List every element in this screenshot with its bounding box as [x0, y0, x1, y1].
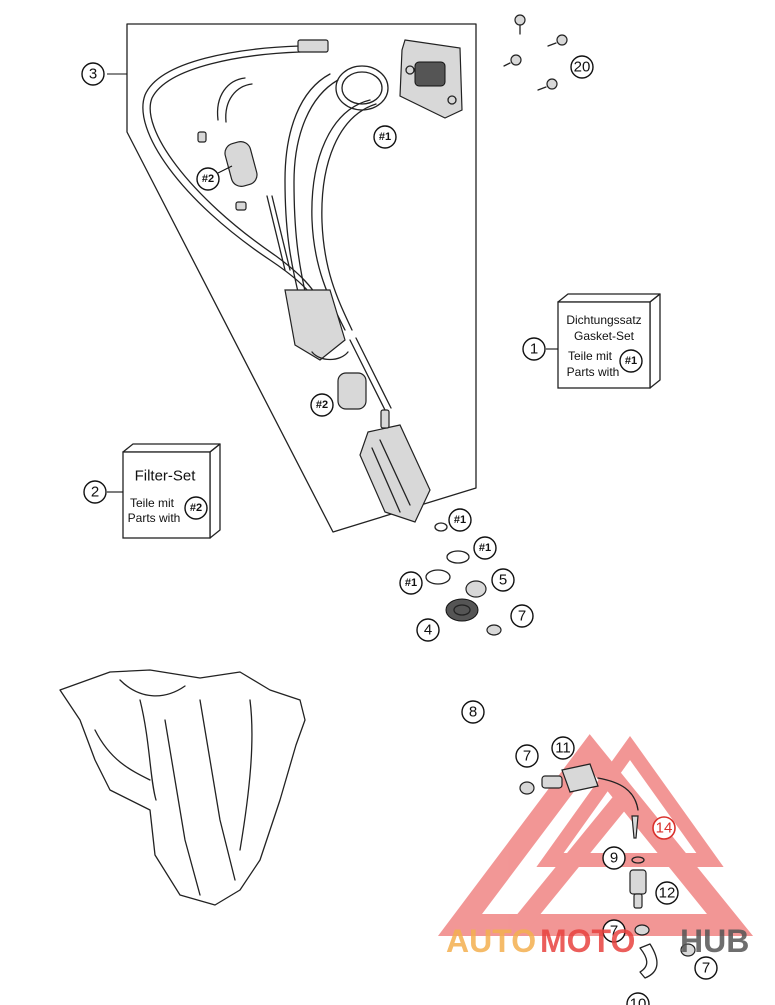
svg-text:9: 9: [610, 850, 618, 867]
svg-text:#2: #2: [316, 399, 328, 411]
svg-text:4: 4: [424, 622, 432, 639]
callout-4: 4: [416, 618, 440, 642]
callout-20: 20: [570, 55, 594, 79]
svg-text:1: 1: [530, 341, 538, 358]
svg-text:#1: #1: [379, 131, 391, 143]
callout-1: 1: [522, 337, 546, 361]
svg-text:2: 2: [91, 484, 99, 501]
ref-marker-1: #1: [373, 125, 397, 149]
watermark-logo: [437, 734, 754, 936]
filter-box-title: Filter-Set: [135, 468, 197, 485]
svg-text:3: 3: [89, 66, 97, 83]
callout-8: 8: [461, 700, 485, 724]
svg-text:10: 10: [630, 996, 647, 1005]
svg-text:#1: #1: [479, 542, 491, 554]
callout-14: 14: [652, 816, 676, 840]
ref-marker-1: #1: [399, 571, 423, 595]
gasket-box-line1: Dichtungssatz: [566, 313, 641, 327]
callout-10: 10: [626, 992, 650, 1005]
quick-connector: [541, 763, 639, 811]
callout-7: 7: [694, 956, 718, 980]
fuel-pump-harness: [142, 39, 392, 411]
ref-marker-2: #2: [310, 393, 334, 417]
fuel-tank: [59, 669, 306, 906]
svg-text:5: 5: [499, 572, 507, 589]
screw: [547, 34, 568, 47]
callout-9: 9: [602, 846, 626, 870]
filter-box-line1: Teile mit: [130, 496, 175, 510]
gasket-box-line2: Gasket-Set: [574, 329, 635, 343]
ref-marker-1: #1: [619, 349, 643, 373]
fuel-hose: [472, 646, 535, 800]
screw: [514, 14, 526, 35]
svg-text:#1: #1: [405, 577, 417, 589]
filter-box-line2: Parts with: [128, 511, 181, 525]
gasket-box-line4: Parts with: [567, 365, 620, 379]
svg-text:11: 11: [555, 740, 571, 757]
callout-7: 7: [602, 919, 626, 943]
svg-text:14: 14: [656, 820, 673, 837]
svg-text:12: 12: [659, 885, 676, 902]
watermark-auto: AUTO: [446, 923, 536, 959]
callout-2: 2: [83, 480, 107, 504]
svg-text:8: 8: [469, 704, 477, 721]
svg-text:7: 7: [523, 748, 531, 765]
callout-5: 5: [491, 568, 515, 592]
filter-element: [197, 131, 258, 211]
svg-text:#1: #1: [625, 355, 637, 367]
seal-stack: [425, 522, 502, 636]
svg-text:7: 7: [702, 960, 710, 977]
ref-marker-1: #1: [473, 536, 497, 560]
svg-text:#2: #2: [202, 173, 214, 185]
screw: [537, 78, 558, 91]
screws-group: [503, 14, 568, 91]
watermark-moto: MOTO: [540, 923, 635, 959]
screw: [503, 54, 522, 67]
ref-marker-2: #2: [184, 496, 208, 520]
ref-marker-2: #2: [196, 167, 220, 191]
ref-marker-1: #1: [448, 508, 472, 532]
callout-12: 12: [655, 881, 679, 905]
callout-11: 11: [551, 736, 575, 760]
pump-body: [284, 289, 431, 523]
gasket-set-box: Dichtungssatz Gasket-Set Teile mit Parts…: [546, 293, 661, 389]
filter-set-box: Filter-Set Teile mit Parts with: [107, 443, 221, 539]
svg-text:7: 7: [610, 923, 618, 940]
svg-text:#2: #2: [190, 502, 202, 514]
pump-flange: [335, 39, 463, 119]
callout-7: 7: [510, 604, 534, 628]
svg-text:#1: #1: [454, 514, 466, 526]
svg-text:20: 20: [574, 59, 591, 76]
svg-text:7: 7: [518, 608, 526, 625]
watermark-hub: HUB: [680, 923, 749, 959]
gasket-box-line3: Teile mit: [568, 349, 613, 363]
fitting-parts: [629, 815, 696, 979]
callout-7: 7: [515, 744, 539, 768]
watermark-text: AUTO MOTO HUB: [446, 923, 749, 959]
callout-3: 3: [81, 62, 105, 86]
